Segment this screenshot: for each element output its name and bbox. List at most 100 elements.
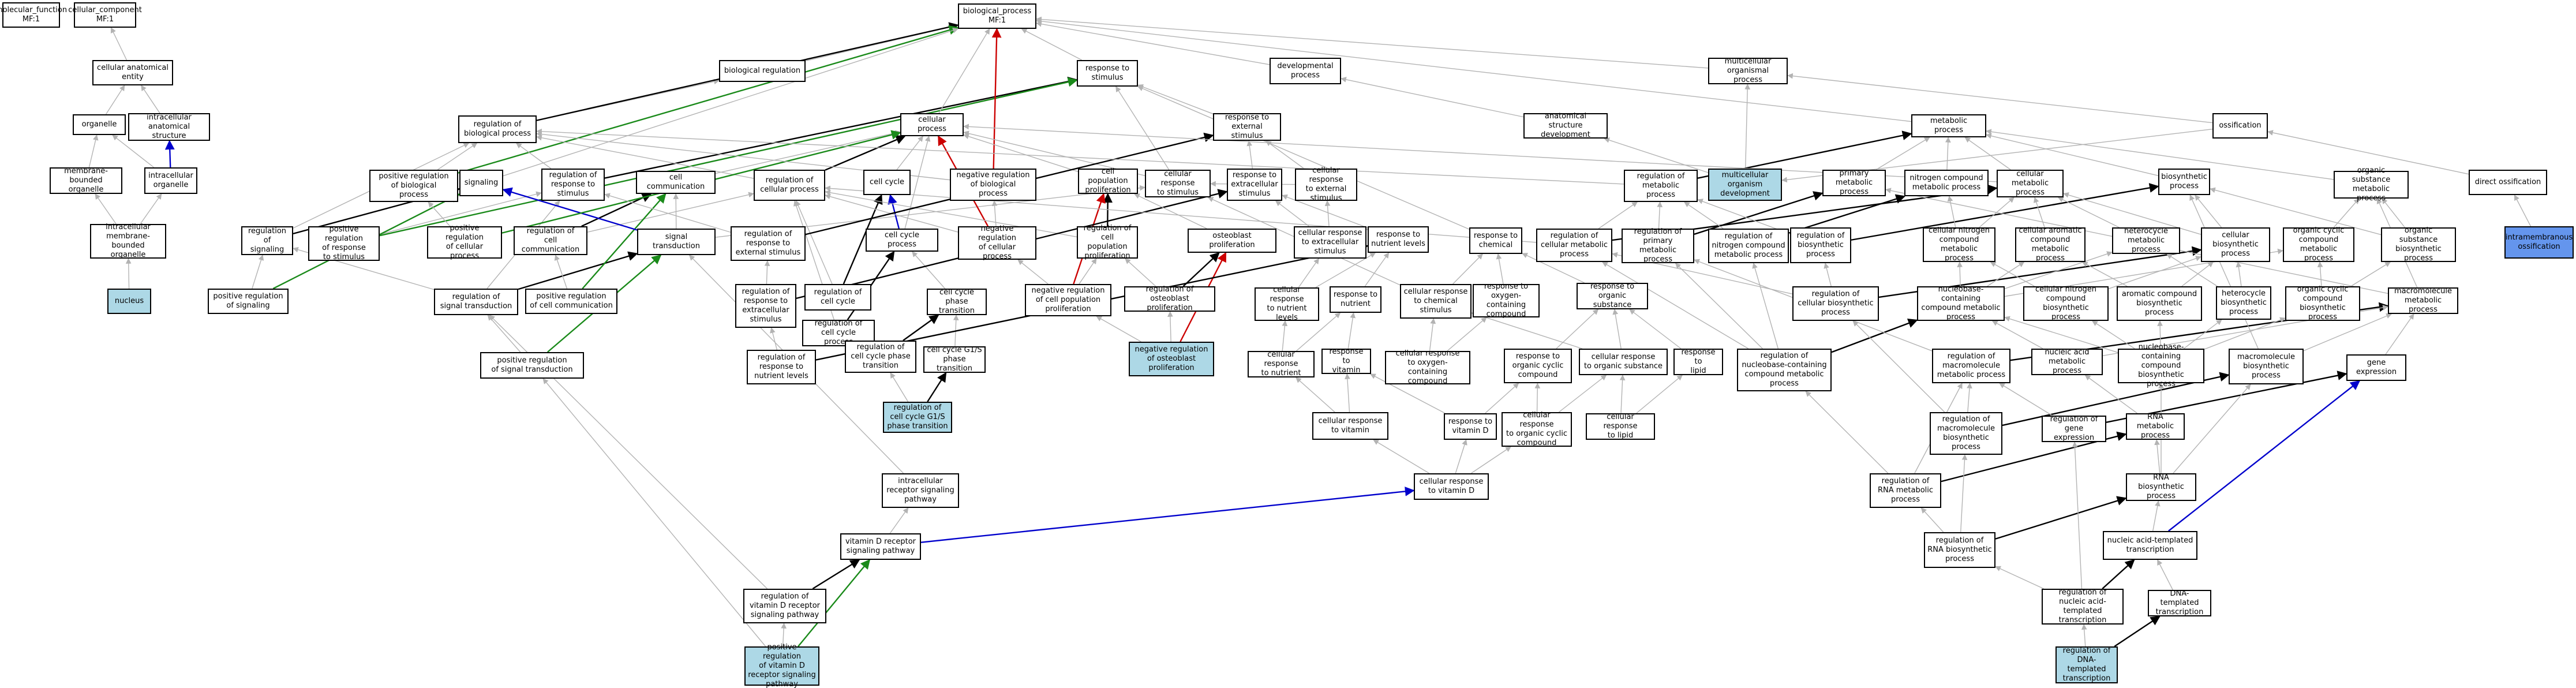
go-term-node-rbiop[interactable]: regulation of biosynthetic process [1790,227,1851,263]
go-term-node-rcbp[interactable]: regulation of cellular biosynthetic proc… [1792,286,1879,321]
go-term-node-cmp[interactable]: cellular metabolic process [1997,170,2064,197]
go-term-node-ncmp[interactable]: nitrogen compound metabolic process [1904,170,1989,196]
go-term-node-crtnl[interactable]: cellular response to nutrient levels [1255,286,1319,322]
go-term-node-rnabp[interactable]: RNA biosynthetic process [2126,473,2196,501]
go-term-node-ros[interactable]: regulation of signaling [241,226,293,255]
go-term-node-crtl[interactable]: cellular response to lipid [1586,413,1655,440]
go-term-node-rtocc[interactable]: response to oxygen-containing compound [1473,282,1540,319]
go-term-node-ropro[interactable]: regulation of osteoblast proliferation [1124,285,1215,312]
go-term-node-rrnabp[interactable]: regulation of RNA biosynthetic process [1924,532,1995,568]
go-term-node-sig[interactable]: signaling [459,170,503,196]
go-term-node-crtc[interactable]: cellular response to chemical stimulus [1400,284,1472,319]
go-term-node-dtt[interactable]: DNA-templated transcription [2148,589,2211,616]
go-term-node-cpp[interactable]: cell population proliferation [1078,167,1138,195]
go-term-node-crtes[interactable]: cellular response to external stimulus [1295,166,1357,203]
go-term-node-oss[interactable]: ossification [2212,113,2268,139]
go-term-node-ge[interactable]: gene expression [2346,354,2406,381]
go-term-node-prcc[interactable]: positive regulation of cell communicatio… [525,289,617,314]
go-term-node-ocbp[interactable]: organic cyclic compound biosynthetic pro… [2285,285,2360,321]
go-term-node-ccomm[interactable]: cell communication [636,171,716,194]
go-term-node-rmbp[interactable]: regulation of macromolecule biosynthetic… [1930,412,2002,455]
go-term-node-rge[interactable]: regulation of gene expression [2042,415,2106,442]
go-term-node-rdtt[interactable]: regulation of DNA-templated transcriptio… [2055,646,2118,683]
go-term-node-cncmp[interactable]: cellular nitrogen compound metabolic pro… [1923,226,1995,263]
go-term-node-acbp[interactable]: aromatic compound biosynthetic process [2117,286,2202,321]
go-term-node-opro[interactable]: osteoblast proliferation [1188,229,1276,253]
go-term-node-rnatt[interactable]: regulation of nucleic acid-templated tra… [2042,588,2124,625]
go-term-node-prrs[interactable]: positive regulation of response to stimu… [308,225,380,261]
go-term-node-rrnamp[interactable]: regulation of RNA metabolic process [1870,473,1941,508]
go-term-node-cae[interactable]: cellular anatomical entity [92,60,173,85]
go-term-node-rrtexs[interactable]: regulation of response to extracellular … [735,284,796,328]
go-term-node-rtc[interactable]: response to chemical [1469,227,1522,254]
go-term-node-nrcp[interactable]: negative regulation of cellular process [958,225,1036,261]
go-term-node-mod[interactable]: multicellular organism development [1708,169,1782,201]
go-term-node-g1s[interactable]: cell cycle G1/S phase transition [923,346,986,373]
go-term-node-st[interactable]: signal transduction [637,229,716,255]
go-term-node-bp[interactable]: biological_process MF:1 [958,3,1036,29]
go-term-node-nucleus[interactable]: nucleus [107,289,151,314]
go-term-node-vdrsp[interactable]: vitamin D receptor signaling pathway [840,533,921,560]
go-term-node-prcp[interactable]: positive regulation of cellular process [427,224,502,260]
go-term-node-cncbp[interactable]: cellular nitrogen compound biosynthetic … [2023,285,2109,321]
go-term-node-cacmp[interactable]: cellular aromatic compound metabolic pro… [2015,226,2085,263]
go-term-node-rnamp[interactable]: RNA metabolic process [2126,413,2185,440]
go-term-node-rtos2[interactable]: response to organic substance [1577,282,1648,309]
go-term-node-rcp[interactable]: regulation of cellular process [754,170,825,201]
go-term-node-rtl[interactable]: response to lipid [1673,348,1723,375]
go-term-node-io[interactable]: intracellular organelle [144,167,197,194]
go-term-node-crtv[interactable]: cellular response to vitamin [1312,412,1388,440]
go-term-node-imbo[interactable]: intracellular membrane-bounded organelle [90,223,166,259]
go-term-node-crtn[interactable]: cellular response to nutrient [1248,350,1315,377]
go-term-node-rvdrsp[interactable]: regulation of vitamin D receptor signali… [743,589,826,623]
go-term-node-pmp[interactable]: primary metabolic process [1822,169,1886,196]
go-term-node-irsp[interactable]: intracellular receptor signaling pathway [882,473,959,508]
go-term-node-namp[interactable]: nucleic acid metabolic process [2031,348,2103,375]
go-term-node-rst[interactable]: regulation of signal transduction [434,289,518,315]
go-term-node-rcyc[interactable]: regulation of cell cycle [804,284,871,311]
go-term-node-asd[interactable]: anatomical structure development [1523,112,1608,139]
go-term-node-mf[interactable]: molecular_function MF:1 [0,2,67,28]
go-term-node-rcmp[interactable]: regulation of cellular metabolic process [1536,229,1612,262]
go-term-node-rpmp[interactable]: regulation of primary metabolic process [1622,227,1694,264]
go-term-node-cc[interactable]: cellular_component MF:1 [68,2,142,28]
go-term-node-rtnl[interactable]: response to nutrient levels [1368,226,1429,253]
go-term-node-mbp[interactable]: macromolecule biosynthetic process [2229,349,2304,384]
go-term-node-prbp[interactable]: positive regulation of biological proces… [369,170,458,202]
go-term-node-crtos2[interactable]: cellular response to organic substance [1579,349,1668,375]
go-term-node-mbo[interactable]: membrane-bounded organelle [50,167,122,194]
go-term-node-breg[interactable]: biological regulation [719,60,806,82]
go-term-node-rrs[interactable]: regulation of response to stimulus [541,169,605,201]
go-term-node-rncmp2[interactable]: regulation of nucleobase-containing comp… [1737,349,1832,391]
go-term-node-rmmp[interactable]: regulation of macromolecule metabolic pr… [1932,349,2010,383]
go-term-node-rg1s[interactable]: regulation of cell cycle G1/S phase tran… [883,402,952,433]
go-term-node-ccpt[interactable]: cell cycle phase transition [927,288,987,315]
go-term-node-ias[interactable]: intracellular anatomical structure [128,113,210,141]
go-term-node-cbp[interactable]: cellular biosynthetic process [2201,227,2270,262]
go-term-node-osbp[interactable]: organic substance biosynthetic process [2381,226,2456,263]
go-term-node-rbp[interactable]: regulation of biological process [458,115,537,143]
go-term-node-crts[interactable]: cellular response to stimulus [1145,170,1211,197]
go-term-node-prvdrsp[interactable]: positive regulation of vitamin D recepto… [744,643,819,688]
go-term-node-crtexs[interactable]: cellular response to extracellular stimu… [1294,226,1366,259]
go-term-node-ocmp[interactable]: organic cyclic compound metabolic proces… [2283,226,2354,263]
go-term-node-ncmp2[interactable]: nucleobase-containing compound metabolic… [1917,285,2005,321]
go-term-node-nrbp[interactable]: negative regulation of biological proces… [950,169,1036,201]
go-term-node-rccpt[interactable]: regulation of cell cycle phase transitio… [845,341,916,373]
go-term-node-devp[interactable]: developmental process [1270,58,1341,84]
go-term-node-rtn[interactable]: response to nutrient [1330,286,1381,313]
go-term-node-rtes[interactable]: response to external stimulus [1213,113,1281,141]
go-term-node-crtvd[interactable]: cellular response to vitamin D [1414,473,1489,500]
go-term-node-osmp[interactable]: organic substance metabolic process [2334,166,2409,203]
go-term-node-biop[interactable]: biosynthetic process [2158,169,2210,195]
go-term-node-rrtnl[interactable]: regulation of response to nutrient level… [747,350,816,384]
go-term-node-cp[interactable]: cellular process [900,113,964,136]
go-term-node-doss[interactable]: direct ossification [2469,170,2547,195]
go-term-node-natt[interactable]: nucleic acid-templated transcription [2103,531,2197,560]
go-term-node-rtvd[interactable]: response to vitamin D [1444,413,1497,440]
go-term-node-rcpp[interactable]: regulation of cell population proliferat… [1077,224,1138,260]
go-term-node-ccp[interactable]: cell cycle process [866,229,938,252]
go-term-node-metp[interactable]: metabolic process [1911,114,1986,137]
go-term-node-hbp[interactable]: heterocycle biosynthetic process [2216,286,2271,320]
go-term-node-rmetp[interactable]: regulation of metabolic process [1624,170,1698,202]
